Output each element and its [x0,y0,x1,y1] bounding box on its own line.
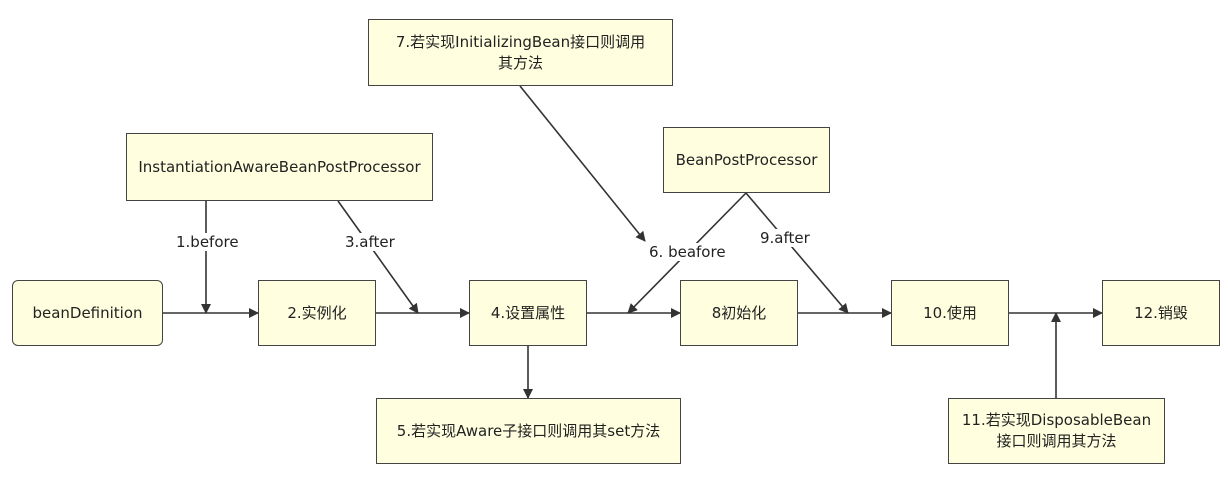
label-after-3: 3.after [343,233,397,251]
node-bean-post-processor: BeanPostProcessor [663,127,830,193]
label-beafore-6: 6. beafore [647,243,728,261]
node-disposable-bean: 11.若实现DisposableBean接口则调用其方法 [948,398,1165,464]
arrow-after-9 [745,192,849,314]
node-destroy: 12.销毁 [1102,280,1220,346]
node-instantiation-aware-processor: InstantiationAwareBeanPostProcessor [126,133,433,201]
node-initialize: 8初始化 [680,280,798,346]
node-set-properties: 4.设置属性 [469,280,587,346]
label-before-1: 1.before [174,233,241,251]
node-aware: 5.若实现Aware子接口则调用其set方法 [376,398,681,464]
node-instantiate: 2.实例化 [258,280,376,346]
arrow-initializing-bean [519,85,646,242]
node-initializing-bean: 7.若实现InitializingBean接口则调用其方法 [368,19,673,86]
node-use: 10.使用 [891,280,1009,346]
arrow-after-3 [337,200,419,314]
label-after-9: 9.after [758,229,812,247]
node-bean-definition: beanDefinition [12,280,163,346]
